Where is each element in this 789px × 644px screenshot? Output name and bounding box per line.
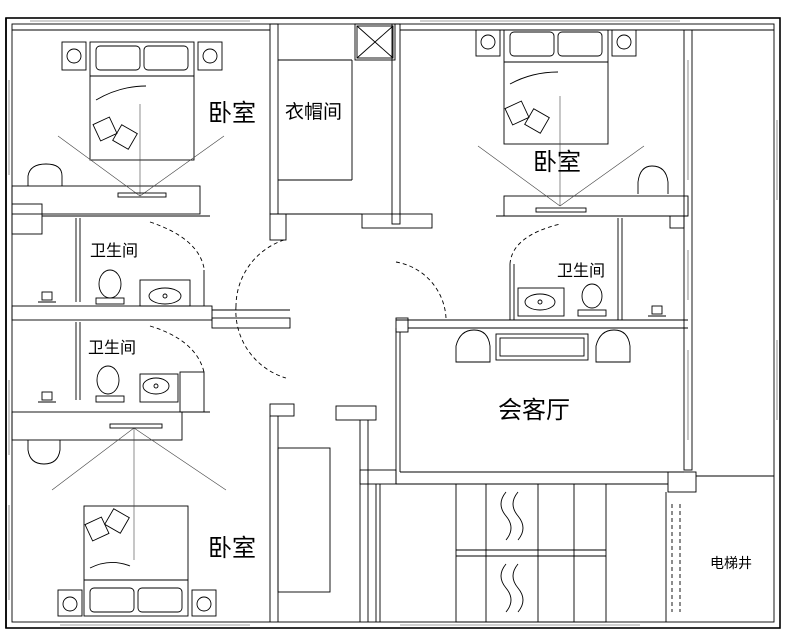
- room-label-living-room: 会客厅: [498, 397, 570, 424]
- bathroom-fixtures-nw: [38, 269, 191, 307]
- room-label-bedroom-nw: 卧室: [208, 100, 256, 127]
- room-label-bathroom-nw: 卫生间: [90, 242, 138, 260]
- windows: [8, 20, 778, 626]
- door-swings: [149, 221, 681, 612]
- skylight-box: [356, 25, 394, 59]
- tv-view-sw: [27, 423, 227, 560]
- interior-walls: [11, 23, 774, 622]
- bathroom-fixtures-sw: [38, 365, 179, 403]
- bathroom-fixtures-ne: [517, 283, 666, 317]
- outer-walls: [5, 17, 781, 629]
- room-label-bedroom-ne: 卧室: [533, 149, 581, 176]
- bed-sw: [57, 505, 217, 617]
- room-label-bedroom-sw: 卧室: [208, 535, 256, 562]
- room-label-cloakroom: 衣帽间: [285, 101, 342, 123]
- room-label-bathroom-ne: 卫生间: [557, 262, 605, 280]
- bed-ne: [475, 29, 637, 145]
- room-label-elevator-shaft: 电梯井: [710, 555, 752, 571]
- bed-nw: [61, 41, 223, 161]
- living-room-furniture: [277, 329, 631, 593]
- tv-view-nw: [27, 104, 225, 198]
- staircase: [455, 483, 607, 623]
- tv-view-ne: [477, 96, 669, 213]
- room-label-bathroom-sw: 卫生间: [88, 339, 136, 357]
